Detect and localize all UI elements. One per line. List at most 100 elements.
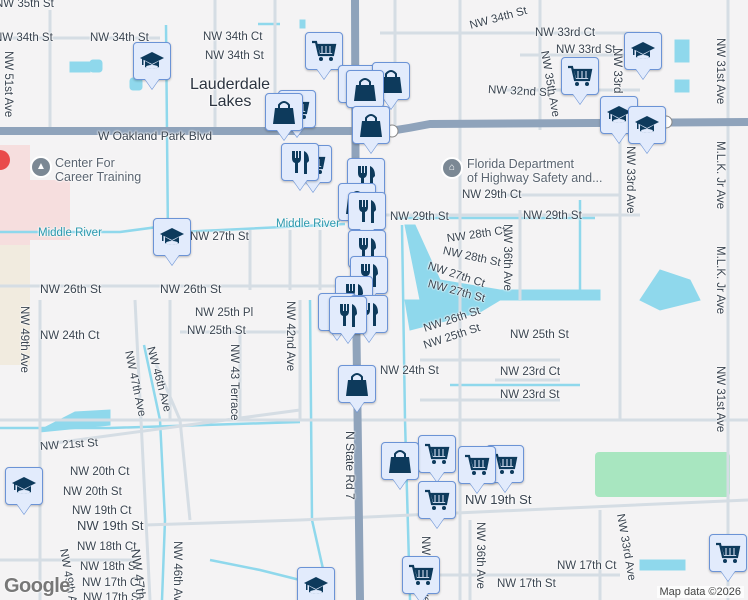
street-label: NW 36th Ave (501, 224, 513, 291)
street-label: NW 19th Ct (72, 505, 132, 517)
street-label: M.L.K. Jr Ave (714, 246, 726, 315)
street-label: NW 19th St (465, 492, 532, 507)
street-label: NW 20th Ct (70, 466, 130, 478)
government-poi-icon[interactable]: ⌂ (441, 157, 463, 179)
grocery-marker[interactable] (458, 446, 496, 484)
street-label: NW 35th St (0, 0, 54, 10)
restaurant-marker[interactable] (329, 296, 367, 334)
street-label: NW 26th St (160, 282, 222, 296)
fork-knife-icon (334, 301, 362, 329)
school-marker[interactable] (133, 42, 171, 80)
street-label: NW 27th St (190, 231, 249, 243)
school-marker[interactable] (624, 32, 662, 70)
graduation-cap-icon (629, 37, 657, 65)
street-label: NW 36th Ave (474, 522, 486, 589)
street-label: NW 34th St (205, 50, 264, 62)
grocery-marker[interactable] (709, 534, 747, 572)
street-label: NW 49th Ave (18, 306, 30, 373)
shop-marker[interactable] (346, 70, 384, 108)
shop-marker[interactable] (338, 365, 376, 403)
shopping-bag-icon (343, 370, 371, 398)
street-label: NW 24th Ct (40, 330, 100, 342)
fork-knife-icon (353, 197, 381, 225)
graduation-cap-icon (302, 572, 330, 600)
shopping-cart-icon (423, 440, 451, 468)
water-label-middle-river: Middle River (38, 227, 102, 239)
shopping-cart-icon (407, 561, 435, 589)
street-label: NW 18th Ct (77, 541, 137, 553)
school-marker[interactable] (153, 218, 191, 256)
street-label: NW 46th Ave (171, 541, 183, 600)
street-label: NW 34th Ct (203, 31, 263, 43)
shop-marker[interactable] (265, 93, 303, 131)
street-label: NW 29th St (523, 210, 582, 222)
shopping-cart-icon (463, 451, 491, 479)
shopping-cart-icon (714, 539, 742, 567)
street-label: NW 20th St (63, 486, 122, 498)
street-label: NW 19th St (77, 518, 144, 533)
street-label: NW 23rd St (500, 389, 560, 401)
street-label: NW 42nd Ave (284, 301, 296, 372)
google-logo: Google (4, 575, 70, 597)
street-label: NW 25th St (187, 325, 246, 337)
graduation-cap-icon (633, 111, 661, 139)
shopping-bag-icon (386, 447, 414, 475)
grocery-marker[interactable] (561, 57, 599, 95)
street-label: NW 31st Ave (714, 366, 726, 433)
street-label: NW 23rd Ct (500, 366, 561, 378)
grocery-marker[interactable] (418, 435, 456, 473)
street-label: NW 33rd St (556, 44, 616, 56)
graduation-cap-icon (158, 223, 186, 251)
street-label: NW 31st Ave (714, 38, 726, 105)
street-label: NW 17th Ct (557, 560, 617, 572)
street-label: NW 18th St (80, 561, 139, 573)
grocery-marker[interactable] (305, 32, 343, 70)
street-label: M.L.K. Jr Ave (714, 141, 726, 210)
graduation-cap-icon (138, 47, 166, 75)
shopping-cart-icon (566, 62, 594, 90)
shopping-cart-icon (310, 37, 338, 65)
school-poi-icon[interactable]: ▲ (30, 156, 52, 178)
shopping-bag-icon (351, 75, 379, 103)
grocery-marker[interactable] (418, 481, 456, 519)
street-label: NW 51st Ave (2, 51, 14, 118)
street-label: NW 26th St (40, 282, 102, 296)
street-label: NW 43 Terrace (228, 344, 240, 421)
street-label: NW 24th St (380, 365, 439, 377)
park-area (595, 452, 730, 497)
street-label: NW 17th St (83, 592, 142, 600)
shopping-bag-icon (357, 111, 385, 139)
street-label: NW 25th Pl (195, 307, 254, 319)
street-label: N State Rd 7 (343, 431, 357, 500)
street-label: NW 29th Ct (462, 189, 522, 201)
street-label: NW 33rd Ct (535, 27, 596, 39)
school-marker[interactable] (628, 106, 666, 144)
map-pin-icon[interactable] (0, 150, 10, 170)
street-label: NW 25th St (510, 329, 569, 341)
street-label: NW 34th St (0, 32, 53, 44)
restaurant-marker[interactable] (348, 192, 386, 230)
street-label: NW 29th St (390, 211, 449, 223)
shop-marker[interactable] (381, 442, 419, 480)
school-marker[interactable] (297, 567, 335, 600)
water-label-middle-river: Middle River (276, 218, 340, 230)
street-label: NW 17th Ct (82, 577, 142, 589)
shopping-bag-icon (270, 98, 298, 126)
shop-marker[interactable] (352, 106, 390, 144)
restaurant-marker[interactable] (281, 143, 319, 181)
map-attribution[interactable]: Map data ©2026 (656, 586, 744, 598)
street-label: NW 34th St (90, 32, 149, 44)
street-label: W Oakland Park Blvd (98, 129, 213, 143)
street-label: NW 33rd Ave (624, 146, 636, 214)
street-label: NW 17th St (497, 578, 556, 590)
school-marker[interactable] (5, 467, 43, 505)
graduation-cap-icon (10, 472, 38, 500)
grocery-marker[interactable] (402, 556, 440, 594)
fork-knife-icon (286, 148, 314, 176)
shopping-cart-icon (423, 486, 451, 514)
